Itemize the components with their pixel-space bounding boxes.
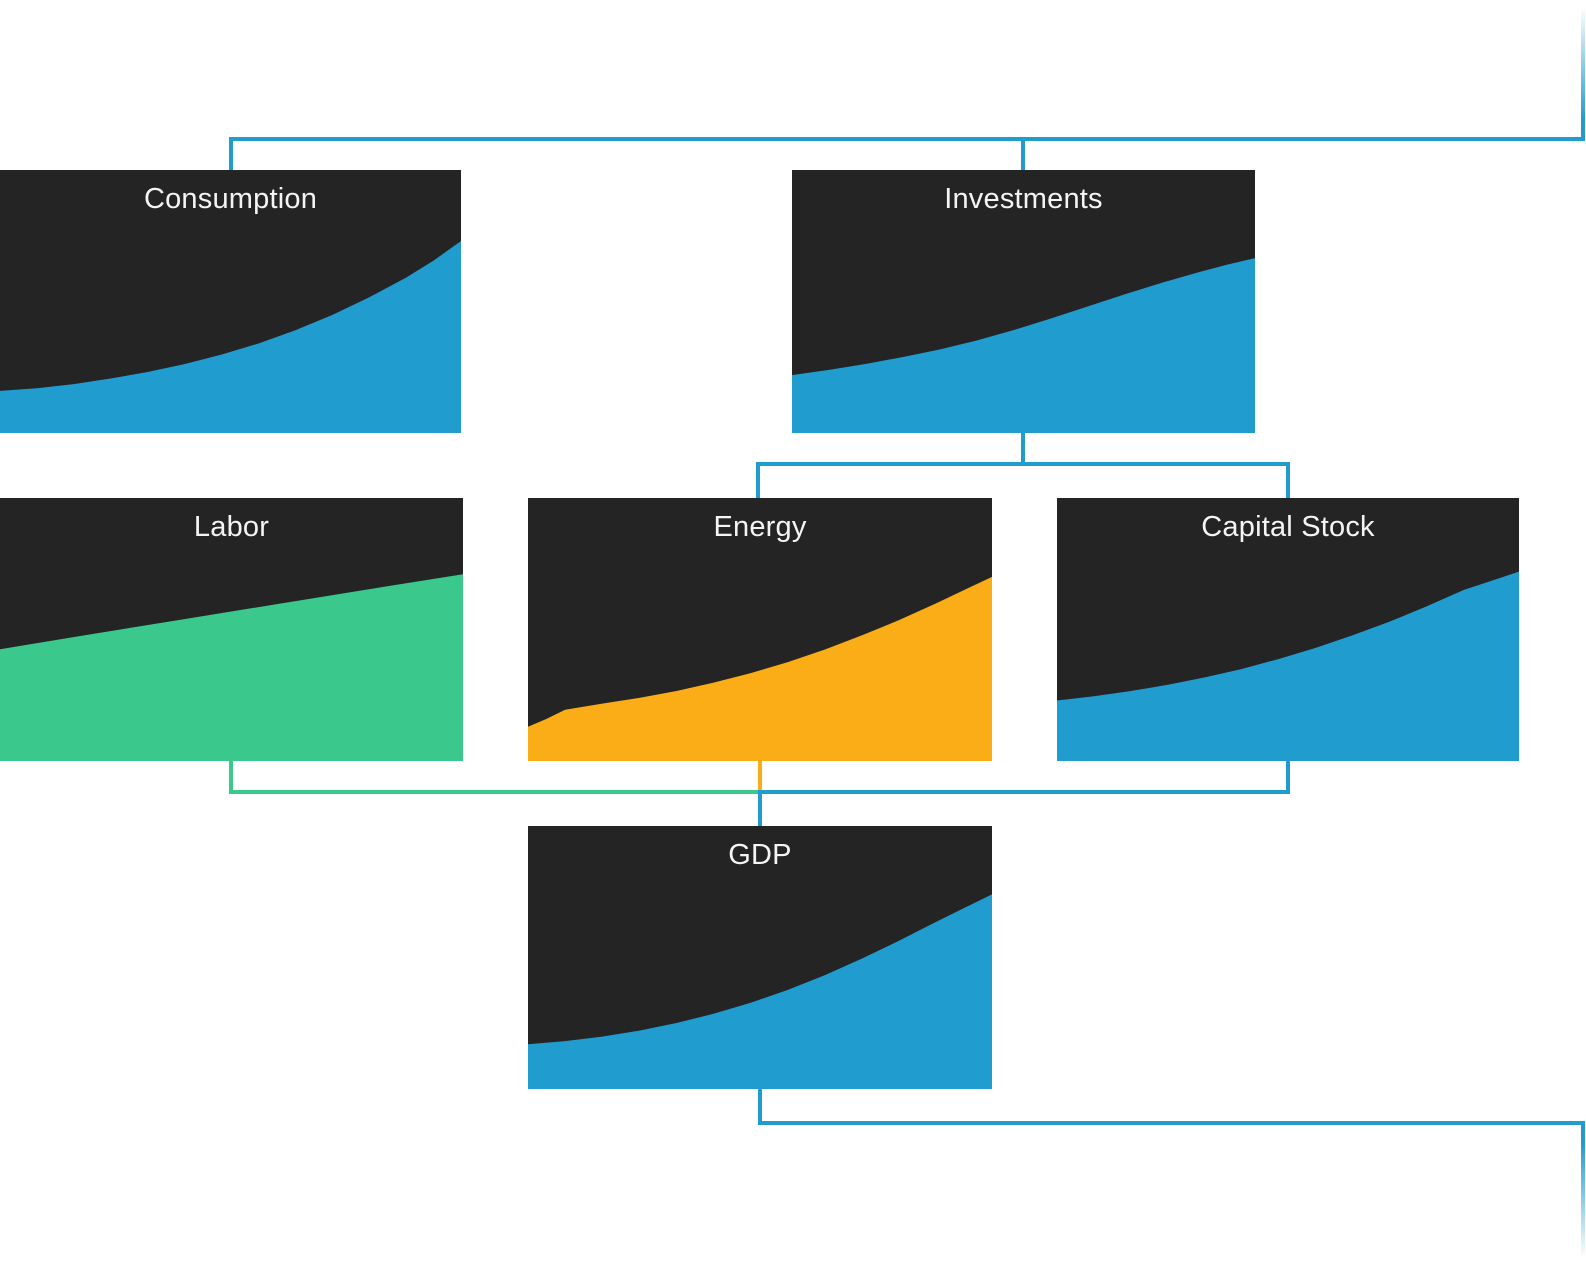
node-labor[interactable]: Labor — [0, 498, 463, 761]
consumption-area-chart — [0, 241, 461, 433]
connector-mid-to-energy — [756, 462, 760, 498]
node-title-consumption: Consumption — [143, 183, 318, 215]
connector-energy-down — [758, 761, 762, 790]
connector-mid-to-capital-stock — [1286, 462, 1290, 498]
connector-gdp-down — [758, 1089, 762, 1125]
investments-area-chart — [792, 258, 1255, 433]
node-title-energy: Energy — [713, 511, 807, 543]
connector-investments-down — [1021, 433, 1025, 466]
connector-top-right-fading-vertical — [1581, 0, 1585, 141]
connector-to-gdp — [758, 790, 762, 826]
connector-labor-down — [229, 761, 233, 794]
node-title-investments: Investments — [944, 183, 1103, 215]
energy-area-chart — [528, 576, 992, 761]
node-title-labor: Labor — [193, 511, 270, 543]
node-energy[interactable]: Energy — [528, 498, 992, 761]
connector-top-to-investments — [1021, 137, 1025, 170]
node-title-gdp: GDP — [728, 839, 792, 871]
connector-bottom-right-fading-vertical — [1581, 1121, 1585, 1266]
connector-top-to-consumption — [229, 137, 233, 170]
capital-stock-area-chart — [1057, 571, 1519, 761]
labor-area-chart — [0, 574, 463, 761]
node-consumption[interactable]: Consumption — [0, 170, 461, 433]
connector-mid-horizontal — [756, 462, 1290, 466]
connector-capital-stock-down — [1286, 761, 1290, 794]
connector-low-horizontal-green — [229, 790, 758, 794]
node-capital-stock[interactable]: Capital Stock — [1057, 498, 1519, 761]
node-investments[interactable]: Investments — [792, 170, 1255, 433]
gdp-area-chart — [528, 894, 992, 1089]
connector-gdp-horizontal — [758, 1121, 1585, 1125]
connector-low-horizontal-blue — [758, 790, 1290, 794]
node-title-capital-stock: Capital Stock — [1201, 511, 1375, 543]
node-gdp[interactable]: GDP — [528, 826, 992, 1089]
connector-top-horizontal — [229, 137, 1585, 141]
